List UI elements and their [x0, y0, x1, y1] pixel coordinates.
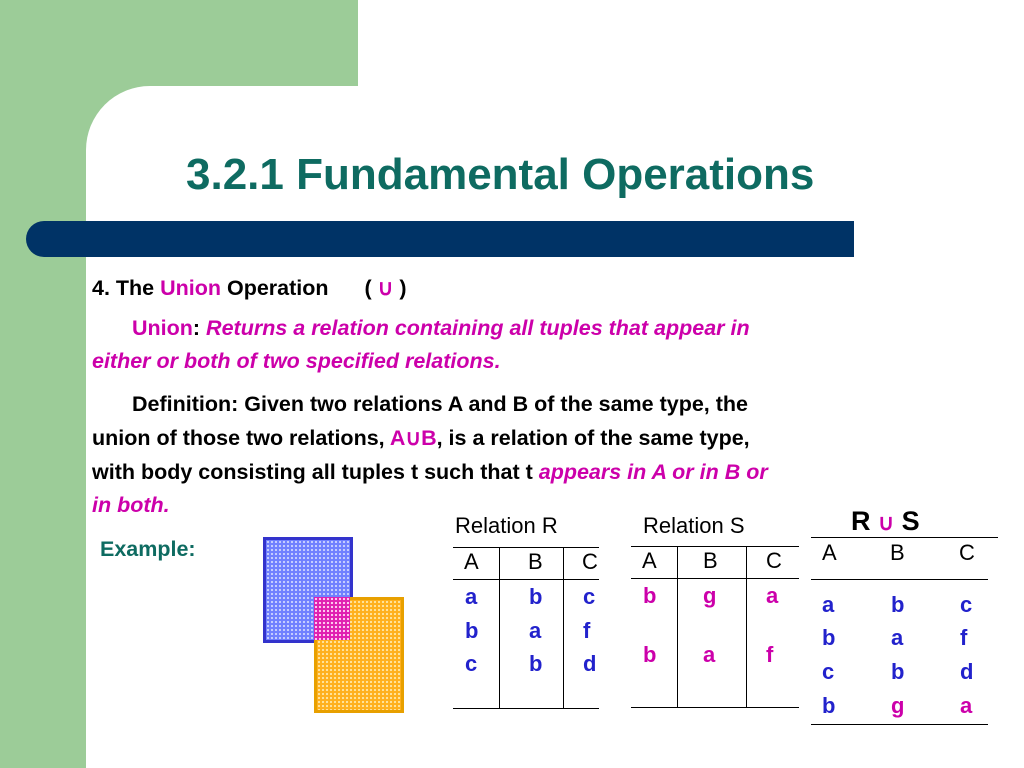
relation-r-cell: c: [465, 651, 478, 676]
union-def-line2: either or both of two specified relation…: [92, 345, 992, 378]
union-def-line1: Union: Returns a relation containing all…: [92, 312, 992, 345]
relation-r-cell: f: [583, 618, 591, 643]
relation-r-cell: a: [465, 584, 478, 609]
background-white-panel: [86, 86, 1024, 768]
relation-r-header-line: [453, 579, 599, 580]
intersection-square: [314, 597, 350, 640]
definition-line1: Definition: Given two relations A and B …: [92, 388, 992, 421]
definition-line3: with body consisting all tuples t such t…: [92, 456, 992, 489]
relation-r-bottom-line: [453, 708, 599, 709]
union-def-text1: Returns a relation containing all tuples…: [200, 316, 750, 340]
definition-text1: Definition: Given two relations A and B …: [132, 392, 749, 416]
example-label: Example:: [100, 537, 196, 561]
relation-rs-cell: a: [822, 592, 835, 617]
heading-symbol-open: (: [364, 276, 378, 300]
relation-rs-cell: c: [822, 659, 835, 684]
relation-s-col-line1: [677, 546, 678, 707]
union-def-text2: either or both of two specified relation…: [92, 349, 501, 373]
relation-r-col-line1: [499, 547, 500, 708]
union-heading: 4. The Union Operation ( ∪ ): [92, 272, 992, 305]
relation-s-cell: b: [643, 642, 657, 667]
definition-line4: in both.: [92, 489, 992, 522]
definition-aub: A∪B: [389, 426, 437, 450]
relation-r-header-a: A: [464, 549, 479, 574]
relation-r-cell: d: [583, 651, 597, 676]
relation-rs-cell: b: [822, 625, 836, 650]
relation-r-cell: b: [529, 651, 543, 676]
relation-s-header-a: A: [642, 548, 657, 573]
union-colon: :: [192, 316, 201, 340]
relation-rs-cell: c: [960, 592, 973, 617]
relation-s-cell: g: [703, 583, 717, 608]
relation-s-cell: a: [766, 583, 779, 608]
relation-s-caption: Relation S: [643, 513, 745, 538]
heading-prefix: 4. The: [92, 276, 161, 300]
relation-r-col-line2: [563, 547, 564, 708]
relation-rs-cell: a: [960, 693, 973, 718]
background-green-left: [0, 0, 86, 768]
union-term: Union: [132, 316, 193, 340]
relation-s-header-c: C: [766, 548, 782, 573]
relation-s-cell: a: [703, 642, 716, 667]
definition-text2c: , is a relation of the same type,: [436, 426, 750, 450]
relation-rs-cell: g: [891, 693, 905, 718]
relation-r-header-c: C: [582, 549, 598, 574]
relation-r-cell: c: [583, 584, 596, 609]
heading-suffix: Operation: [221, 276, 329, 300]
relation-s-header-line: [631, 578, 799, 579]
relation-rs-top-line: [811, 537, 998, 538]
union-symbol-icon: ∪: [878, 510, 895, 535]
relation-rs-bottom-line: [811, 724, 988, 725]
relation-rs-cell: b: [891, 659, 905, 684]
definition-text4: in both.: [92, 493, 170, 517]
relation-r-header-b: B: [528, 549, 543, 574]
relation-rs-header-a: A: [822, 540, 837, 565]
relation-s-bottom-line: [631, 707, 799, 708]
relation-rs-cell: b: [822, 693, 836, 718]
relation-s-header-b: B: [703, 548, 718, 573]
page-title: 3.2.1 Fundamental Operations: [186, 150, 815, 199]
relation-rs-cell: f: [960, 625, 968, 650]
heading-symbol-close: ): [393, 276, 407, 300]
relation-s-top-line: [631, 546, 799, 547]
relation-rs-cell: d: [960, 659, 974, 684]
relation-r-top-line: [453, 547, 599, 548]
relation-r-cell: b: [529, 584, 543, 609]
relation-rs-caption-right: S: [894, 506, 920, 536]
heading-keyword: Union: [160, 276, 222, 300]
definition-text3b: appears in A or in B or: [538, 460, 768, 484]
relation-s-cell: f: [766, 642, 774, 667]
relation-rs-cell: b: [891, 592, 905, 617]
relation-rs-cell: a: [891, 625, 904, 650]
union-symbol-icon: ∪: [377, 276, 394, 300]
relation-rs-header-c: C: [959, 540, 975, 565]
relation-s-cell: b: [643, 583, 657, 608]
relation-rs-header-line: [811, 579, 988, 580]
title-underline-bar: [26, 221, 854, 257]
relation-s-col-line2: [746, 546, 747, 707]
relation-rs-header-b: B: [890, 540, 905, 565]
relation-r-cell: b: [465, 618, 479, 643]
relation-r-cell: a: [529, 618, 542, 643]
definition-line2: union of those two relations, A∪B, is a …: [92, 422, 992, 455]
relation-rs-caption: R ∪ S: [851, 506, 920, 537]
relation-rs-caption-left: R: [851, 506, 878, 536]
definition-text3a: with body consisting all tuples t such t…: [92, 460, 539, 484]
relation-r-caption: Relation R: [455, 513, 558, 538]
definition-text2a: union of those two relations,: [92, 426, 390, 450]
